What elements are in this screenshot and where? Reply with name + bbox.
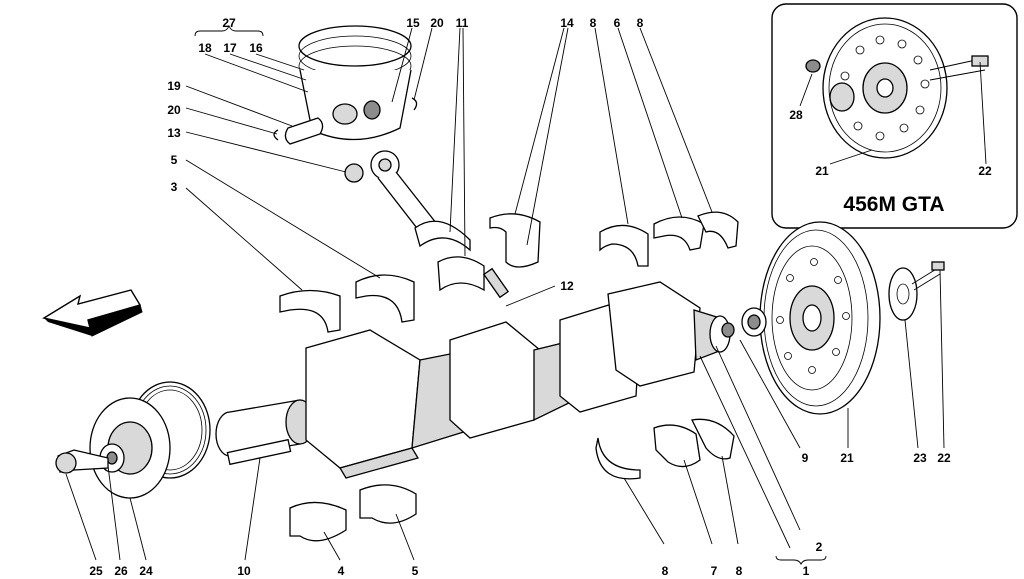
callout-5-lower: 5 <box>412 564 419 578</box>
flywheel-plate-icon <box>888 267 918 321</box>
pulley-bolt-icon <box>55 449 109 474</box>
callout-12: 12 <box>560 279 574 293</box>
circlip-icon <box>273 97 418 141</box>
callout-7: 7 <box>711 564 718 578</box>
crankshaft-icon <box>215 281 735 479</box>
callout-27: 27 <box>222 16 236 30</box>
connecting-rod-icon <box>370 150 510 299</box>
callout-10: 10 <box>237 564 251 578</box>
leader-lines <box>65 24 945 566</box>
callout-labels: 27 18 17 16 15 20 11 14 8 6 8 19 20 13 5… <box>89 16 992 578</box>
bearing-shell-icon <box>279 211 739 542</box>
callout-23: 23 <box>913 451 927 465</box>
callout-24: 24 <box>139 564 153 578</box>
inset-title: 456M GTA <box>843 193 944 216</box>
callout-6: 6 <box>614 16 621 30</box>
callout-18: 18 <box>198 41 212 55</box>
direction-arrow-icon <box>42 289 143 337</box>
callout-20-top: 20 <box>430 16 444 30</box>
callout-8-bottom-right: 8 <box>736 564 743 578</box>
callout-19: 19 <box>167 79 181 93</box>
callout-1: 1 <box>803 564 810 578</box>
callout-17: 17 <box>223 41 237 55</box>
callout-22-inset: 22 <box>978 164 992 178</box>
callout-20-left: 20 <box>167 103 181 117</box>
callout-21: 21 <box>840 451 854 465</box>
callout-3: 3 <box>171 180 178 194</box>
inset-456m-gta: 456M GTA <box>771 3 1018 229</box>
callout-2: 2 <box>816 540 823 554</box>
callout-26: 26 <box>114 564 128 578</box>
pulley-icon <box>89 381 211 499</box>
small-end-bush-icon <box>344 163 364 183</box>
callout-28: 28 <box>789 108 803 122</box>
callout-22: 22 <box>937 451 951 465</box>
callout-8-top-right: 8 <box>637 16 644 30</box>
callout-13: 13 <box>167 126 181 140</box>
pilot-bearing-icon <box>741 307 767 337</box>
inset-flywheel-icon <box>805 17 989 159</box>
callout-21-inset: 21 <box>815 164 829 178</box>
flywheel-bolt-icon <box>911 261 945 291</box>
callout-16: 16 <box>249 41 263 55</box>
callout-5-upper: 5 <box>171 153 178 167</box>
callout-4: 4 <box>338 564 345 578</box>
callout-8-bottom-left: 8 <box>662 564 669 578</box>
callout-15: 15 <box>406 16 420 30</box>
callout-8-top-left: 8 <box>590 16 597 30</box>
callout-14: 14 <box>560 16 574 30</box>
piston-pin-icon <box>284 117 324 145</box>
callout-25: 25 <box>89 564 103 578</box>
flywheel-icon <box>759 221 881 415</box>
callout-11: 11 <box>456 16 469 30</box>
callout-9: 9 <box>802 451 809 465</box>
